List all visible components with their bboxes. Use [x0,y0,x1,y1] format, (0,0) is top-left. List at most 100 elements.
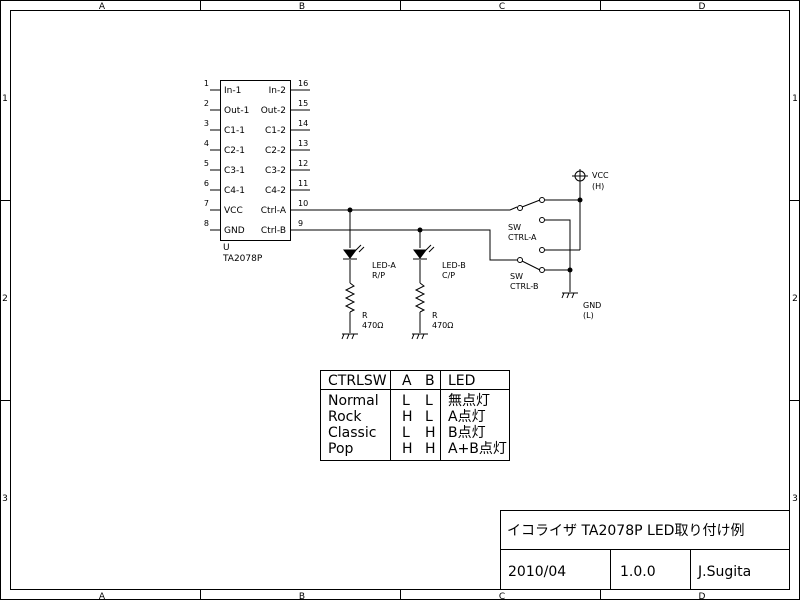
ic-pin-number: 7 [204,199,209,208]
truth-table-header: LED [448,373,475,389]
col-label-bottom-c: C [499,592,505,600]
ic-pin-name: Out-2 [261,106,286,116]
switch-ctrl-b [517,247,545,273]
wires [310,182,581,333]
col-label-top-d: D [699,2,706,12]
ic-pin-number: 12 [298,159,308,168]
resistor-a-name: R [362,311,368,320]
title-block-date: 2010/04 [508,564,566,580]
truth-table-cell-mode: Pop [328,441,354,457]
ic-pin-lines [210,89,310,231]
ic-pin-number: 11 [298,179,308,188]
truth-table-header: B [425,373,435,389]
ic-pin-labels: 1In-12Out-13C1-14C2-15C3-16C4-17VCC8GND1… [204,79,308,236]
row-label-left-3: 3 [2,494,8,504]
led-b [413,244,435,260]
frame-row-labels: 1 2 3 1 2 3 [2,94,798,504]
col-label-bottom-b: B [299,592,305,600]
row-label-left-1: 1 [2,94,8,104]
resistor-b [414,282,426,313]
truth-table-cell-led: A+B点灯 [448,441,507,457]
ground-symbol-main [561,292,578,299]
switch-ctrl-a [517,197,545,223]
ground-symbol-led-b [411,333,428,340]
truth-table-cell-a: H [402,409,413,425]
switch-ctrl-a-label: CTRL-A [508,233,537,242]
ic-pin-name: C1-2 [265,126,286,136]
truth-table-cell-a: H [402,441,413,457]
led-b-name: LED-B [442,261,466,270]
switch-ctrl-b-name: SW [510,272,523,281]
ic-pin-name: C3-1 [224,166,245,176]
ic-pin-name: GND [224,226,245,236]
ic-pin-name: C3-2 [265,166,286,176]
wire-gnd-rail [545,219,571,292]
truth-table-cell-led: B点灯 [448,425,486,441]
truth-table-header: CTRLSW [328,373,387,389]
col-label-top-c: C [499,2,505,12]
truth-table-cell-b: H [425,425,436,441]
resistor-b-value: 470Ω [432,321,453,330]
truth-table-cell-a: L [402,425,410,441]
ic-pin-name: C1-1 [224,126,245,136]
wire-ctrl-a [310,206,518,211]
row-label-right-3: 3 [792,494,798,504]
resistor-b-name: R [432,311,438,320]
vcc-symbol [572,169,588,183]
row-label-left-2: 2 [2,294,8,304]
col-label-bottom-a: A [99,592,106,600]
ic-pin-number: 3 [204,119,209,128]
ic-pin-name: Ctrl-B [261,226,286,236]
ic-pin-name: C4-2 [265,186,286,196]
ic-pin-name: In-2 [269,86,286,96]
ic-part-number: TA2078P [222,254,263,264]
row-label-right-1: 1 [792,94,798,104]
truth-table-cell-led: 無点灯 [448,393,490,409]
ic-pin-number: 2 [204,99,209,108]
truth-table-header: A [402,373,412,389]
ic-pin-name: In-1 [224,86,241,96]
row-label-right-2: 2 [792,294,798,304]
col-label-top-b: B [299,2,305,12]
junction-dots [347,197,583,273]
switch-ctrl-a-name: SW [508,223,521,232]
ic-pin-number: 5 [204,159,209,168]
ic-pin-name: C2-2 [265,146,286,156]
ic-pin-name: Ctrl-A [261,206,287,216]
truth-table-cell-b: H [425,441,436,457]
ic-pin-number: 4 [204,139,209,148]
ic-pin-name: C4-1 [224,186,245,196]
truth-table-cell-a: L [402,393,410,409]
resistor-a-value: 470Ω [362,321,383,330]
frame-column-labels: A B C D A B C D [99,2,706,600]
vcc-level-label: (H) [592,182,604,191]
truth-table-cell-b: L [425,393,433,409]
ic-pin-number: 1 [204,79,209,88]
resistor-a [344,282,356,313]
ic-pin-number: 10 [298,199,308,208]
ic-pin-number: 15 [298,99,308,108]
ic-pin-number: 8 [204,219,209,228]
ic-pin-name: VCC [224,206,243,216]
led-a-name: LED-A [372,261,396,270]
title-block-author: J.Sugita [697,564,751,580]
ic-pin-number: 14 [298,119,308,128]
wire-ctrl-b [310,229,517,261]
truth-table-cell-mode: Classic [328,425,376,441]
ic-pin-number: 16 [298,79,308,88]
gnd-label: GND [583,301,601,310]
switch-ctrl-b-label: CTRL-B [510,282,538,291]
vcc-label: VCC [592,171,609,180]
led-a-sub: R/P [372,271,385,280]
truth-table-cell-b: L [425,409,433,425]
gnd-level-label: (L) [583,311,594,320]
led-b-sub: C/P [442,271,455,280]
title-block-version: 1.0.0 [620,564,656,580]
ic-pin-name: C2-1 [224,146,245,156]
col-label-bottom-d: D [699,592,706,600]
truth-table-cell-led: A点灯 [448,409,486,425]
truth-table-cell-mode: Rock [328,409,362,425]
ic-designator: U [223,243,230,253]
